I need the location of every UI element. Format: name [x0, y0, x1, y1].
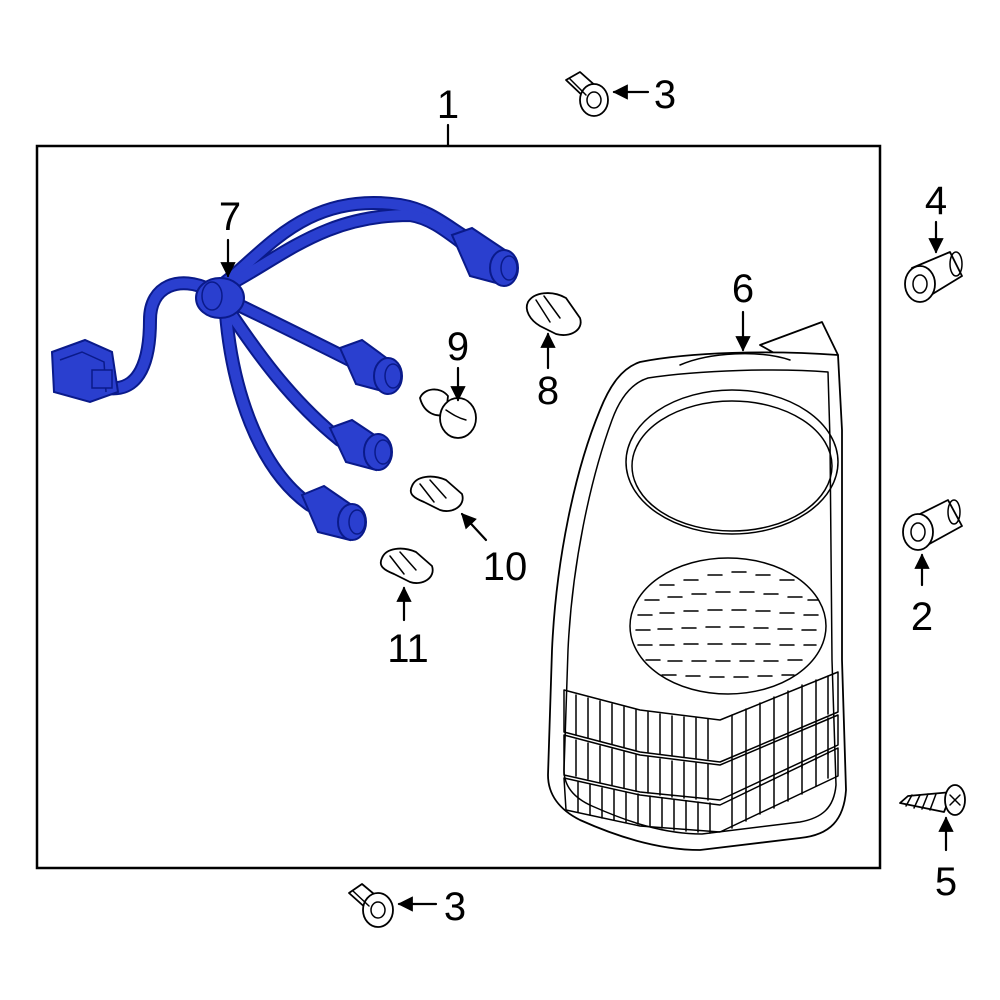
bulb-socket-3	[328, 418, 393, 472]
callout-8[interactable]: 8	[537, 332, 559, 413]
part-4-grommet[interactable]	[904, 251, 963, 303]
callout-11[interactable]: 11	[387, 586, 429, 671]
bulb-socket-4	[300, 484, 367, 542]
callout-4[interactable]: 4	[925, 179, 947, 254]
callout-3-bottom-label: 3	[444, 885, 466, 929]
part-8-bulb[interactable]	[525, 292, 582, 336]
bulb-socket-2	[338, 338, 403, 395]
part-3-screw-bottom[interactable]	[348, 883, 394, 928]
callout-8-label: 8	[537, 369, 559, 413]
part-9-bulb[interactable]	[419, 388, 477, 439]
callout-7-label: 7	[219, 195, 241, 239]
callout-10-label: 10	[483, 545, 528, 589]
callout-2-label: 2	[911, 595, 933, 639]
callout-3-top[interactable]: 3	[612, 73, 676, 117]
callout-9[interactable]: 9	[447, 325, 469, 402]
callout-11-label: 11	[387, 627, 429, 671]
callout-10[interactable]: 10	[460, 512, 528, 589]
part-5-bolt[interactable]	[899, 784, 966, 816]
lens-ribs	[575, 675, 829, 834]
callout-2[interactable]: 2	[911, 553, 933, 639]
part-2-grommet[interactable]	[902, 499, 963, 551]
bulb-socket-1	[450, 226, 519, 287]
part-7-wiring-harness[interactable]	[50, 196, 519, 542]
callout-9-label: 9	[447, 325, 469, 369]
part-3-screw-top[interactable]	[565, 71, 609, 117]
part-10-bulb[interactable]	[409, 475, 464, 512]
callout-1-label: 1	[437, 83, 459, 127]
callout-3-top-label: 3	[654, 73, 676, 117]
reflector-pattern	[635, 571, 819, 678]
part-11-bulb[interactable]	[379, 547, 434, 584]
callout-1[interactable]: 1	[437, 83, 459, 148]
callout-7[interactable]: 7	[219, 195, 241, 278]
callout-6[interactable]: 6	[732, 267, 754, 352]
part-6-tail-lamp[interactable]	[547, 321, 847, 851]
callout-5[interactable]: 5	[935, 816, 957, 904]
callout-3-bottom[interactable]: 3	[397, 885, 466, 929]
callout-5-label: 5	[935, 860, 957, 904]
callout-6-label: 6	[732, 267, 754, 311]
callout-4-label: 4	[925, 179, 947, 223]
